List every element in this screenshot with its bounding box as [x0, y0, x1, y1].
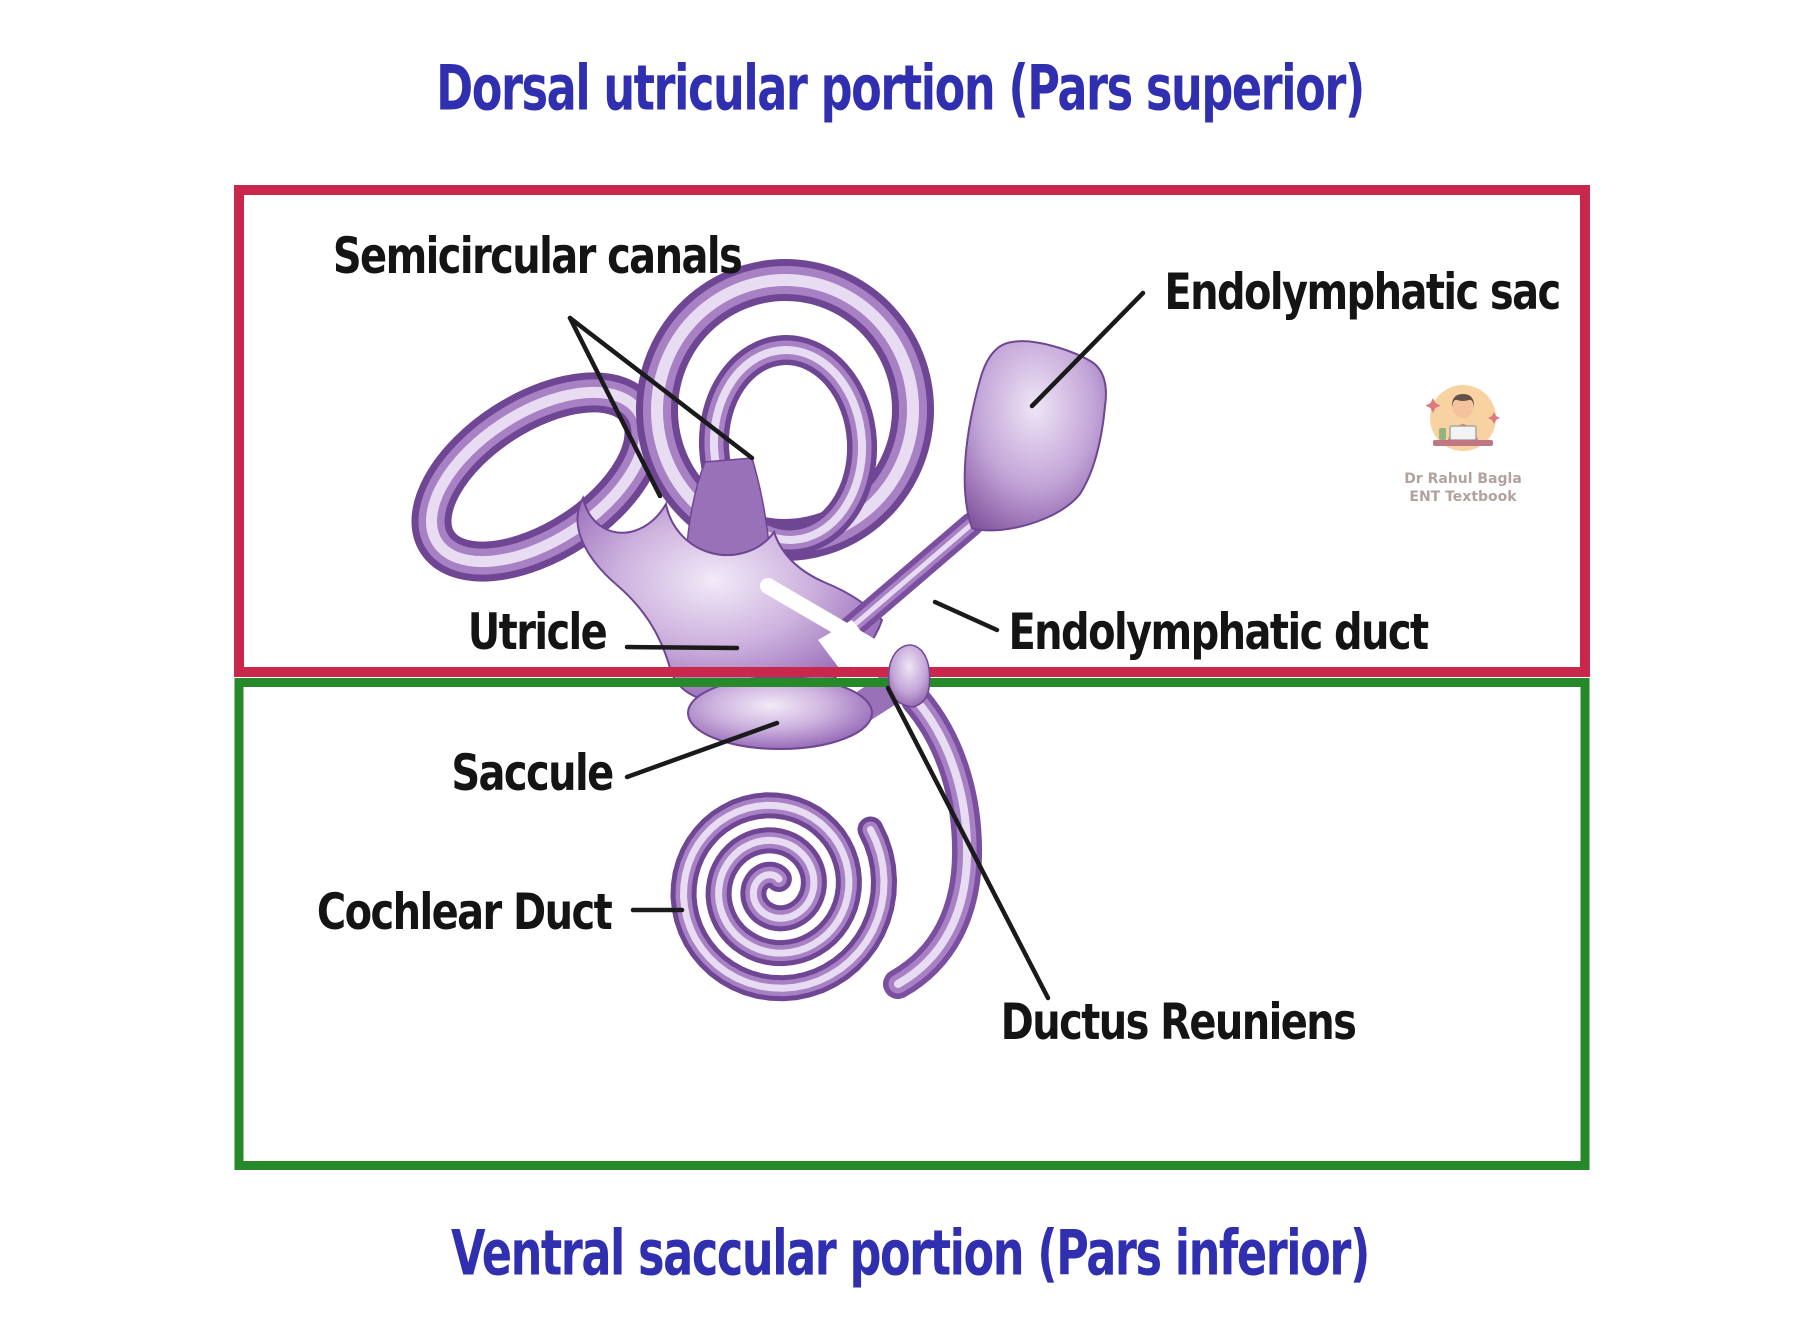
- label-cochlear-duct: Cochlear Duct: [316, 883, 613, 941]
- leader-endolymphatic-duct: [932, 599, 1000, 633]
- label-saccule: Saccule: [451, 744, 614, 802]
- leader-lines: [567, 290, 1146, 1001]
- title-pars-superior: Dorsal utricular portion (Pars superior): [436, 51, 1365, 125]
- leader-semicircular-left: [567, 315, 663, 499]
- leader-endolymphatic-sac: [1029, 290, 1146, 409]
- leader-utricle: [624, 644, 740, 651]
- watermark-logo: [1425, 385, 1500, 451]
- watermark-line1: Dr Rahul Bagla: [1404, 471, 1522, 487]
- label-semicircular-canals: Semicircular canals: [332, 227, 743, 285]
- leader-ductus-reuniens: [885, 685, 1051, 1001]
- label-ductus-reuniens: Ductus Reuniens: [1000, 993, 1357, 1051]
- cochlea-connecting-tube-art: [883, 685, 983, 999]
- vestibule-white-gap: [760, 578, 920, 678]
- leader-semicircular-right: [567, 315, 755, 461]
- watermark-line2: ENT Textbook: [1409, 489, 1517, 506]
- saccule-art: [687, 676, 873, 750]
- cochlear-duct-spiral-art: [670, 792, 898, 1002]
- label-endolymphatic-sac: Endolymphatic sac: [1164, 263, 1561, 321]
- endolymphatic-sac-art: [963, 340, 1107, 532]
- title-pars-inferior: Ventral saccular portion (Pars inferior): [451, 1216, 1370, 1290]
- label-utricle: Utricle: [467, 603, 608, 661]
- endolymphatic-duct-art: [834, 512, 984, 644]
- star-left-icon: [1425, 398, 1441, 413]
- ductus-reuniens-art: [887, 644, 931, 708]
- star-right-icon: [1488, 412, 1500, 424]
- watermark: Dr Rahul Bagla ENT Textbook: [1398, 382, 1528, 506]
- label-endolymphatic-duct: Endolymphatic duct: [1008, 603, 1429, 661]
- leader-saccule: [624, 720, 780, 780]
